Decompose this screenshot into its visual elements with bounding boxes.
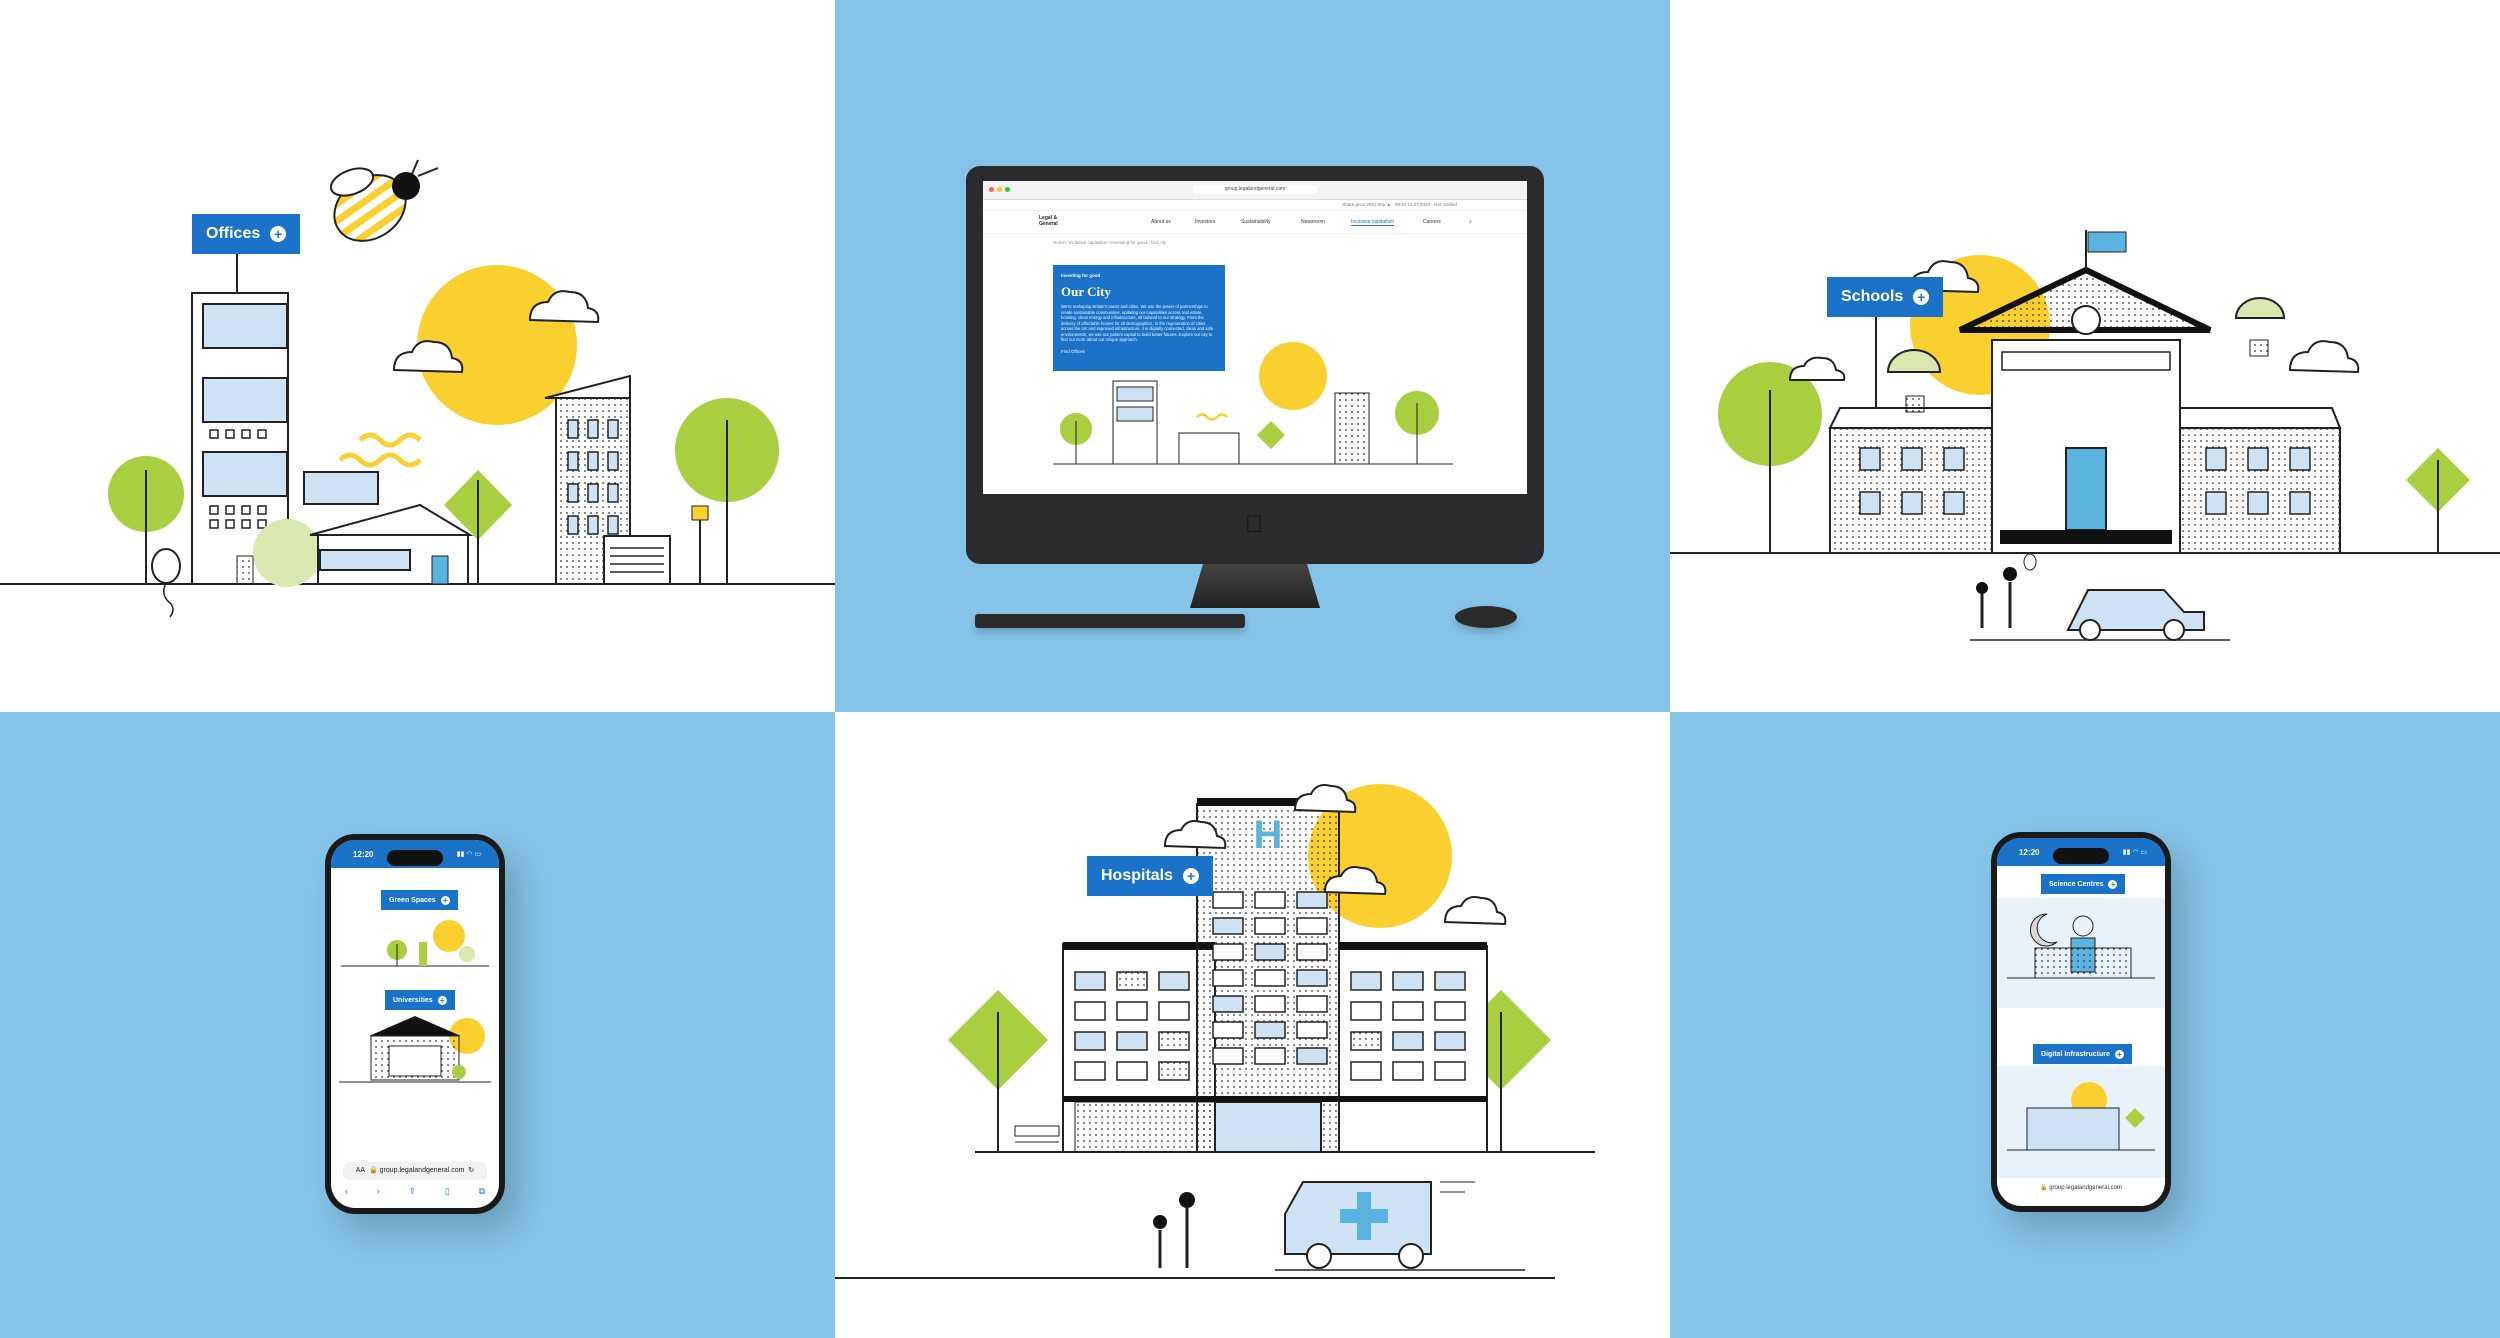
search-icon[interactable]: ⌕ (1469, 219, 1472, 225)
back-icon[interactable]: ‹ (345, 1186, 348, 1196)
mobile-address-bar[interactable]: 🔒 group.legalandgeneral.com (2040, 1185, 2122, 1191)
hero-body: We're reshaping Britain's towns and citi… (1061, 304, 1214, 342)
offices-panel: Offices + (0, 0, 835, 712)
schools-tag-button[interactable]: Schools + (1827, 277, 1944, 317)
bee-icon (329, 159, 439, 242)
nav-sustainability[interactable]: Sustainability (1241, 219, 1271, 225)
green-spaces-tag-label: Green Spaces (389, 896, 436, 904)
phone-screen-left: 12:20 ▮▮ ◠ ▭ Green Spaces + Universities… (331, 840, 499, 1208)
share-icon[interactable]: ⇪ (408, 1186, 417, 1196)
plus-icon: + (440, 895, 450, 905)
digital-infrastructure-tag-button[interactable]: Digital Infrastructure + (2033, 1044, 2132, 1064)
nav-careers[interactable]: Careers (1423, 219, 1441, 225)
status-time: 12:20 (353, 850, 374, 859)
browser-toolbar: group.legalandgeneral.com (983, 181, 1527, 200)
phone-device-left: 12:20 ▮▮ ◠ ▭ Green Spaces + Universities… (325, 834, 505, 1214)
mouse (1455, 606, 1517, 628)
nav-about-us[interactable]: About us (1151, 219, 1171, 225)
dynamic-island (2053, 848, 2109, 864)
offices-illustration (0, 159, 835, 618)
keyboard (975, 614, 1245, 628)
bookmarks-icon[interactable]: ▯ (444, 1186, 450, 1196)
status-time: 12:20 (2019, 848, 2040, 857)
nav-inclusive-capitalism[interactable]: Inclusive capitalism (1351, 219, 1395, 226)
reader-aa-button[interactable]: AA (355, 1167, 366, 1174)
science-centres-tag-button[interactable]: Science Centres + (2041, 874, 2126, 894)
signal-wifi-battery-icon: ▮▮ ◠ ▭ (2122, 849, 2147, 856)
desktop-screen: group.legalandgeneral.com Share price 26… (983, 181, 1527, 494)
plus-icon: + (1183, 868, 1200, 884)
hero-link[interactable]: Find Offices (1061, 348, 1085, 354)
share-price-bar: Share price 2651.60p ▲ · 09:42 14.07.202… (983, 200, 1527, 211)
plus-icon: + (2114, 1049, 2124, 1059)
tabs-icon[interactable]: ⧉ (478, 1186, 485, 1196)
safari-toolbar: ‹ › ⇪ ▯ ⧉ (345, 1186, 485, 1200)
desktop-panel: group.legalandgeneral.com Share price 26… (835, 0, 1670, 712)
site-logo[interactable]: Legal & General (1039, 215, 1058, 227)
imac-stand (1190, 564, 1320, 608)
universities-tag-button[interactable]: Universities + (385, 990, 455, 1010)
plus-icon: + (437, 995, 447, 1005)
schools-illustration (1670, 230, 2500, 641)
breadcrumb: Home / Inclusive capitalism / Investing … (1053, 240, 1167, 245)
offices-tag-label: Offices (206, 225, 261, 242)
phone-device-right: 12:20 ▮▮ ◠ ▭ Science Centres + Digital I… (1991, 832, 2171, 1212)
schools-panel: Schools + (1670, 0, 2500, 712)
apple-logo-icon:  (1243, 512, 1265, 538)
site-navigation: Legal & General About us Investors Susta… (983, 211, 1527, 234)
mobile-url: group.legalandgeneral.com (2049, 1185, 2122, 1191)
hospitals-tag-button[interactable]: Hospitals + (1087, 856, 1214, 896)
hero-card: Investing for good Our City We're reshap… (1053, 265, 1225, 371)
mobile-address-bar[interactable]: AA 🔒 group.legalandgeneral.com ↻ (343, 1162, 487, 1180)
mobile-right-panel: 12:20 ▮▮ ◠ ▭ Science Centres + Digital I… (1670, 712, 2500, 1338)
hospitals-panel: H (835, 712, 1670, 1338)
forward-icon[interactable]: › (376, 1186, 380, 1196)
plus-icon: + (270, 226, 287, 242)
hero-title: Our City (1061, 284, 1111, 299)
plus-icon: + (1913, 289, 1930, 305)
plus-icon: + (2108, 879, 2118, 889)
hero-eyebrow: Investing for good (1061, 273, 1101, 278)
imac-device: group.legalandgeneral.com Share price 26… (966, 166, 1544, 564)
signal-wifi-battery-icon: ▮▮ ◠ ▭ (456, 851, 481, 858)
schools-tag-label: Schools (1841, 288, 1904, 305)
universities-tag-label: Universities (393, 996, 433, 1004)
hospitals-illustration: H (835, 784, 1595, 1279)
mobile-left-panel: 12:20 ▮▮ ◠ ▭ Green Spaces + Universities… (0, 712, 835, 1338)
nav-newsroom[interactable]: Newsroom (1301, 219, 1325, 225)
nav-investors[interactable]: Investors (1195, 219, 1216, 225)
science-centres-tag-label: Science Centres (2049, 880, 2104, 888)
phone-screen-right: 12:20 ▮▮ ◠ ▭ Science Centres + Digital I… (1997, 838, 2165, 1206)
digital-infrastructure-tag-label: Digital Infrastructure (2041, 1050, 2110, 1058)
hospitals-tag-label: Hospitals (1101, 867, 1174, 884)
mobile-url: group.legalandgeneral.com (379, 1167, 465, 1174)
url-bar[interactable]: group.legalandgeneral.com (1193, 185, 1317, 194)
offices-tag-button[interactable]: Offices + (192, 214, 301, 254)
hospital-h-sign: H (1254, 813, 1283, 857)
green-spaces-tag-button[interactable]: Green Spaces + (381, 890, 458, 910)
dynamic-island (387, 850, 443, 866)
